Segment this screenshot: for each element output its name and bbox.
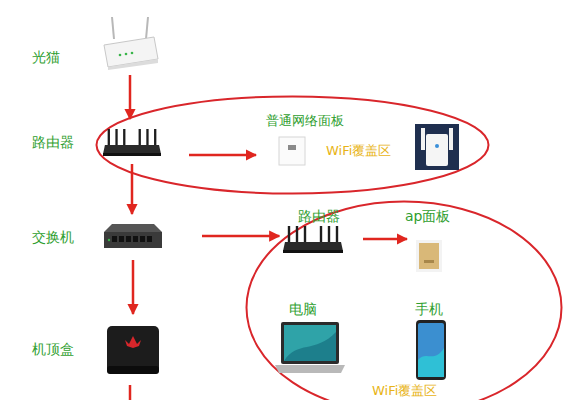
phone-node: 手机 [416,320,446,380]
device-label: 路由器 [298,208,340,224]
coverage-label: WiFi覆盖区 [372,384,437,399]
router-node: 路由器 [283,225,343,253]
coverage-ellipse: WiFi覆盖区路由器ap面板电脑手机 [245,200,563,400]
device-label: 路由器 [32,134,74,150]
coverage-label: WiFi覆盖区 [326,144,391,159]
ap-panel-node: ap面板 [416,240,442,272]
repeater-device [415,124,459,170]
arrow-connector [132,260,135,314]
set-top-box-art [105,322,161,378]
arrow-connector [363,238,407,241]
device-label: 机顶盒 [32,341,74,357]
device-label: 交换机 [32,229,74,245]
arrow-connector [202,235,279,238]
router-node: 路由器 [103,128,161,156]
device-label: 手机 [415,301,443,317]
coverage-ellipse: WiFi覆盖区 路由器 普通网络面板 [95,95,490,195]
laptop-node: 电脑 [275,320,345,375]
phone-art [416,320,446,380]
ellipse-stroke [247,202,562,400]
switch-art [104,222,162,250]
modem-node: 光猫 [100,15,160,70]
router-art [283,225,343,253]
modem-art [100,15,160,70]
ap-panel-art [416,240,442,272]
arrow-connector [189,154,256,157]
arrow-connector [129,75,132,119]
repeater-art [415,124,459,170]
ellipse-stroke [97,97,489,194]
device-label: 普通网络面板 [266,114,344,129]
continuation-wire [129,385,132,400]
device-label: ap面板 [405,208,450,224]
device-label: 电脑 [289,301,317,317]
device-label: 光猫 [32,49,60,65]
laptop-art [275,320,345,375]
router-art [103,128,161,156]
network-panel-node: 普通网络面板 [278,136,306,166]
network-panel-art [278,136,306,166]
arrow-connector [131,164,134,214]
set-top-box-node: 机顶盒 [105,322,161,378]
switch-node: 交换机 [104,222,162,250]
